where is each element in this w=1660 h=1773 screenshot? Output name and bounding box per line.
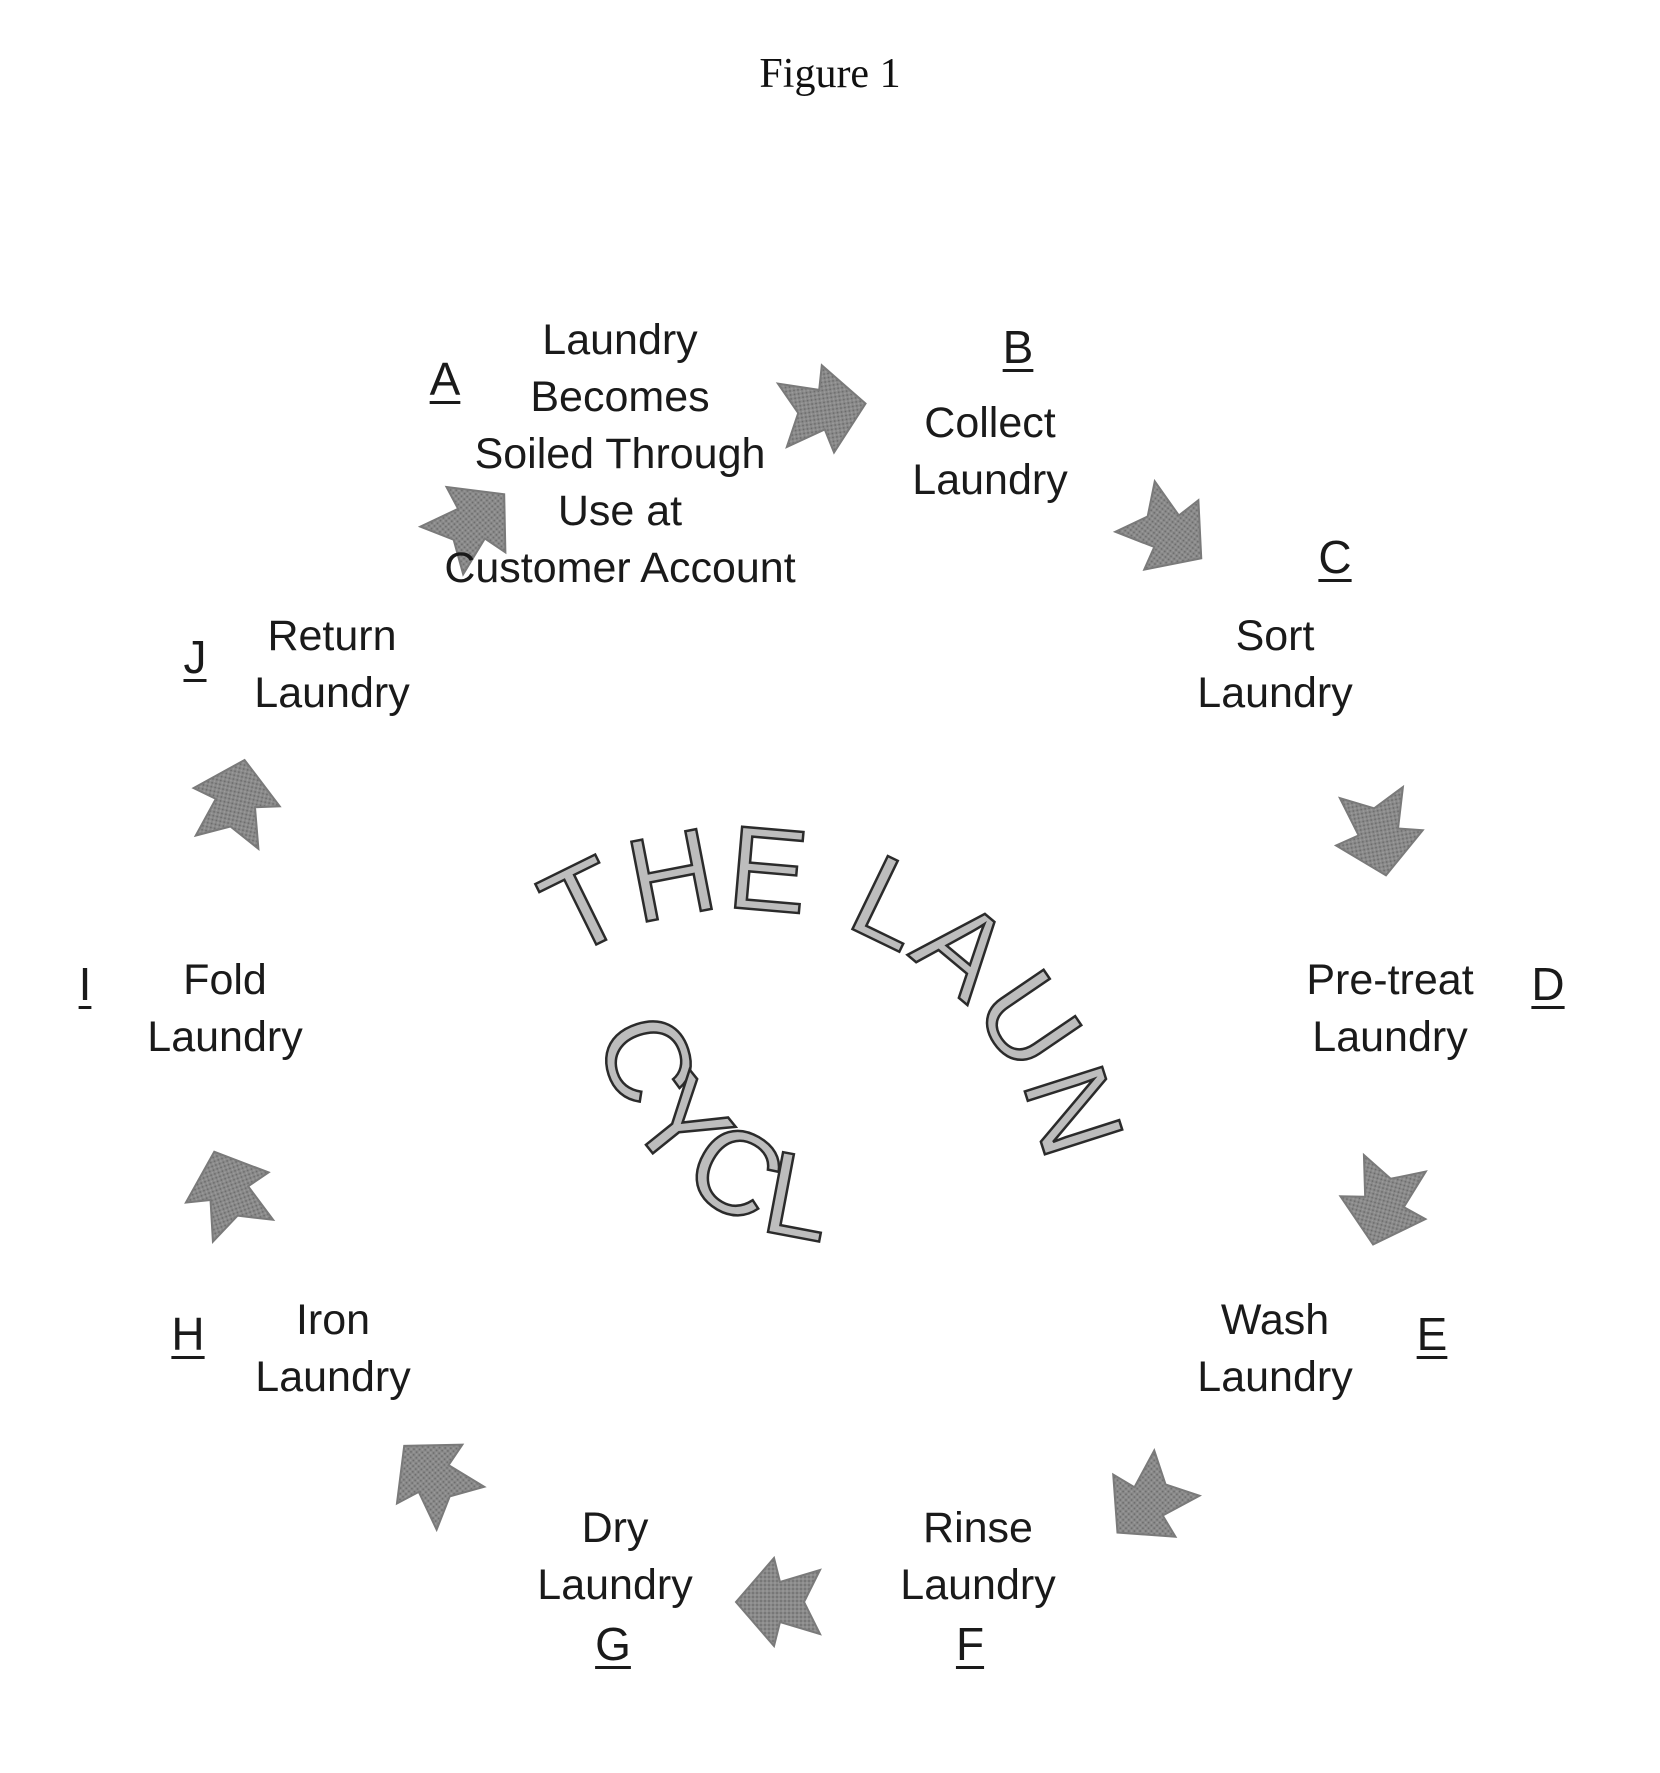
arrow-h-to-i-icon <box>173 1137 284 1246</box>
step-e-text: WashLaundry <box>1197 1292 1352 1406</box>
step-i-letter: I <box>79 957 92 1011</box>
step-e-line: Wash <box>1197 1292 1352 1349</box>
step-a-text: LaundryBecomesSoiled ThroughUse atCustom… <box>444 312 795 597</box>
step-a-line: Use at <box>444 483 795 540</box>
center-title-bottom: CYCLE <box>0 0 849 1269</box>
step-g-line: Laundry <box>537 1557 692 1614</box>
step-d-letter: D <box>1531 957 1564 1011</box>
arrow-d-to-e-icon <box>1331 1152 1438 1256</box>
step-j-line: Laundry <box>254 665 409 722</box>
step-d-line: Laundry <box>1306 1009 1473 1066</box>
step-f-line: Rinse <box>900 1500 1055 1557</box>
step-a-line: Soiled Through <box>444 426 795 483</box>
arrow-c-to-d-icon <box>1328 785 1429 883</box>
step-j-line: Return <box>254 608 409 665</box>
step-b-letter: B <box>1003 320 1034 374</box>
step-d-text: Pre-treatLaundry <box>1306 952 1473 1066</box>
step-j-letter: J <box>184 630 207 684</box>
step-c-text: SortLaundry <box>1197 608 1352 722</box>
step-g-text: DryLaundry <box>537 1500 692 1614</box>
arrow-g-to-h-icon <box>372 1416 494 1537</box>
step-a-line: Customer Account <box>444 540 795 597</box>
step-c-line: Laundry <box>1197 665 1352 722</box>
step-b-line: Laundry <box>912 452 1067 509</box>
step-g-line: Dry <box>537 1500 692 1557</box>
step-h-text: IronLaundry <box>255 1292 410 1406</box>
arrow-e-to-f-icon <box>1086 1442 1208 1564</box>
step-h-line: Laundry <box>255 1349 410 1406</box>
step-d-line: Pre-treat <box>1306 952 1473 1009</box>
step-a-letter: A <box>430 352 461 406</box>
step-e-letter: E <box>1417 1307 1448 1361</box>
step-b-text: CollectLaundry <box>912 395 1067 509</box>
step-h-letter: H <box>171 1307 204 1361</box>
step-g-letter: G <box>595 1617 631 1671</box>
step-i-line: Laundry <box>147 1009 302 1066</box>
step-a-line: Laundry <box>444 312 795 369</box>
arrow-f-to-g-icon <box>736 1558 820 1646</box>
step-i-text: FoldLaundry <box>147 952 302 1066</box>
step-f-letter: F <box>956 1617 984 1671</box>
step-c-line: Sort <box>1197 608 1352 665</box>
step-i-line: Fold <box>147 952 302 1009</box>
step-f-line: Laundry <box>900 1557 1055 1614</box>
step-c-letter: C <box>1318 530 1351 584</box>
step-b-line: Collect <box>912 395 1067 452</box>
step-a-line: Becomes <box>444 369 795 426</box>
cycle-arrows <box>173 360 1437 1646</box>
arrow-i-to-j-icon <box>184 751 288 851</box>
step-f-text: RinseLaundry <box>900 1500 1055 1614</box>
step-j-text: ReturnLaundry <box>254 608 409 722</box>
step-h-line: Iron <box>255 1292 410 1349</box>
step-e-line: Laundry <box>1197 1349 1352 1406</box>
arrow-b-to-c-icon <box>1108 472 1228 593</box>
center-title-bottom-text: CYCLE <box>0 0 849 1269</box>
